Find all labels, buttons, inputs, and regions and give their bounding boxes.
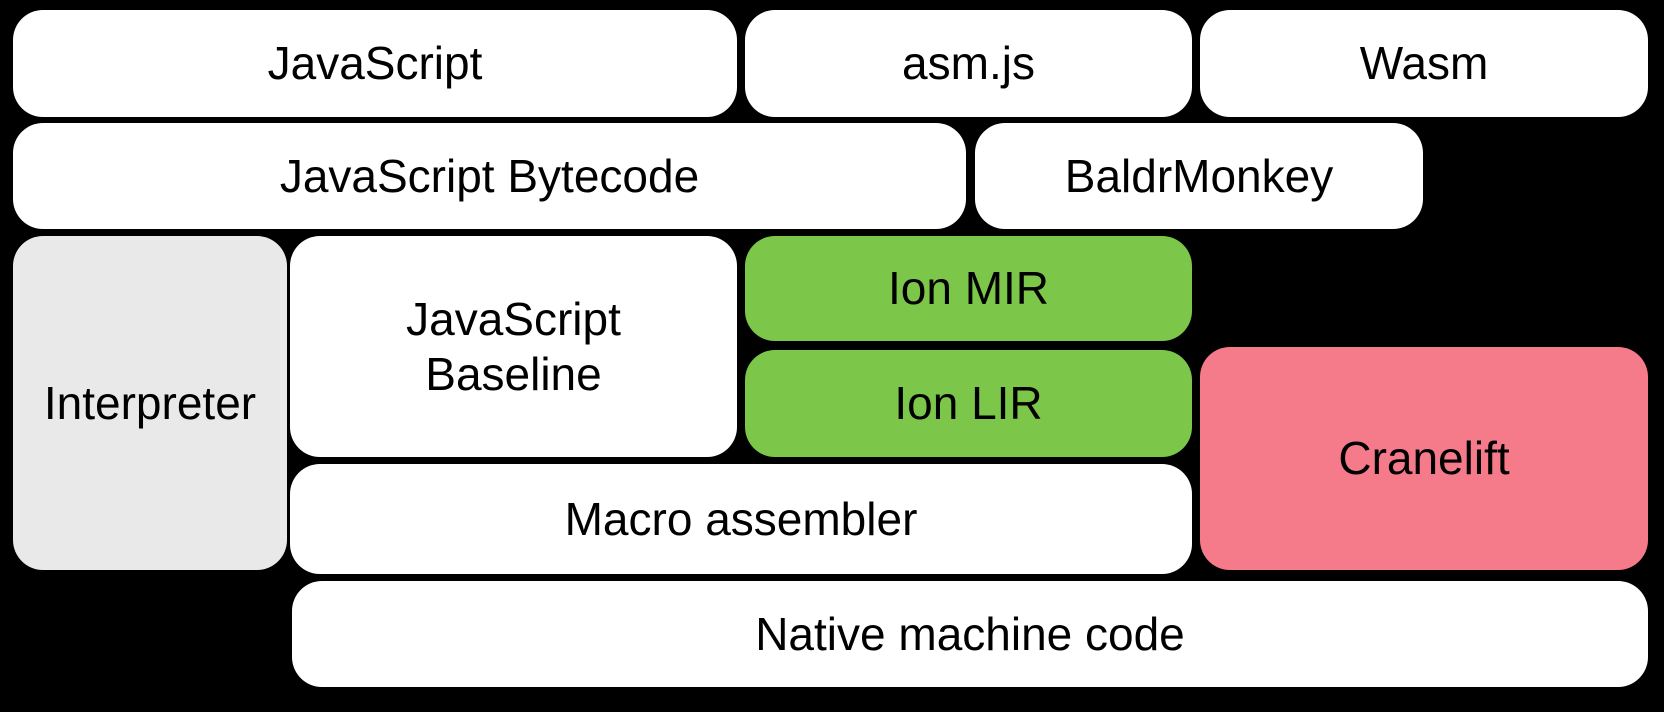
diagram-node-cranelift: Cranelift [1200,347,1648,570]
diagram-node-wasm: Wasm [1200,10,1648,117]
diagram-node-interpreter: Interpreter [13,236,287,570]
diagram-node-ion-mir: Ion MIR [745,236,1192,341]
diagram-node-native-machine-code: Native machine code [292,581,1648,687]
diagram-node-javascript-bytecode: JavaScript Bytecode [13,123,966,229]
diagram-node-ion-lir: Ion LIR [745,350,1192,457]
diagram-node-javascript-baseline: JavaScript Baseline [290,236,737,457]
diagram-node-baldrmonkey: BaldrMonkey [975,123,1423,229]
diagram-node-asmjs: asm.js [745,10,1192,117]
diagram-node-macro-assembler: Macro assembler [290,464,1192,574]
diagram-node-javascript: JavaScript [13,10,737,117]
